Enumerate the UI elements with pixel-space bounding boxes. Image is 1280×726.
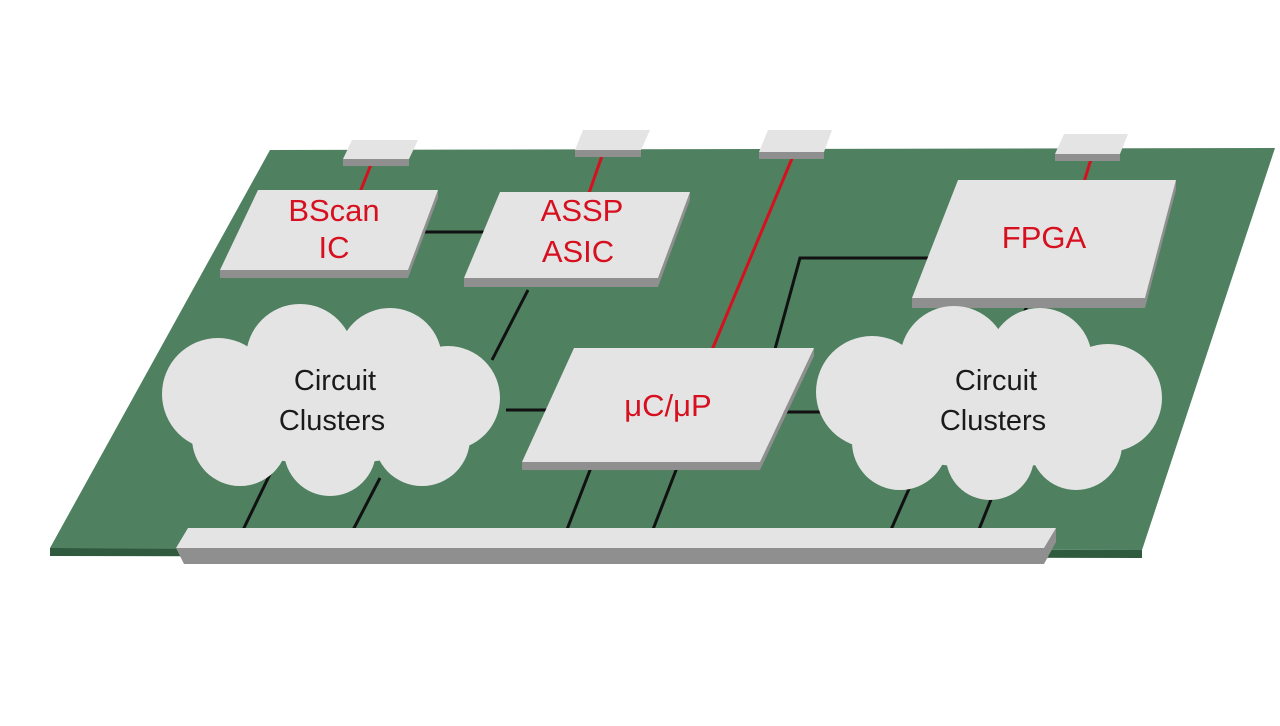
microcontroller-chip: μC/μP xyxy=(522,348,814,470)
assp-asic-chip: ASSP ASIC xyxy=(464,192,690,287)
connector-pad-4 xyxy=(1055,134,1128,161)
bscan-ic-label-line2: IC xyxy=(319,230,350,265)
circuit-clusters-left: Circuit Clusters xyxy=(162,304,500,496)
microcontroller-label: μC/μP xyxy=(624,388,711,423)
cluster-right-label-line1: Circuit xyxy=(955,365,1037,397)
bscan-ic-label-line1: BScan xyxy=(288,193,379,228)
connector-pad-2 xyxy=(575,130,650,157)
circuit-clusters-right: Circuit Clusters xyxy=(816,306,1162,500)
bottom-connector-bar xyxy=(176,528,1056,564)
red-traces xyxy=(358,149,1094,351)
bscan-ic-chip: BScan IC xyxy=(220,190,438,278)
black-traces xyxy=(240,230,1032,533)
cluster-left-label-line2: Clusters xyxy=(279,405,385,437)
assp-asic-label-line1: ASSP xyxy=(541,193,624,228)
fpga-label: FPGA xyxy=(1002,220,1087,255)
connector-pad-3 xyxy=(759,130,832,159)
fpga-chip: FPGA xyxy=(912,180,1176,308)
assp-asic-label-line2: ASIC xyxy=(542,234,614,269)
connector-pad-1 xyxy=(343,140,418,166)
cluster-left-label-line1: Circuit xyxy=(294,365,376,397)
cluster-right-label-line2: Clusters xyxy=(940,405,1046,437)
